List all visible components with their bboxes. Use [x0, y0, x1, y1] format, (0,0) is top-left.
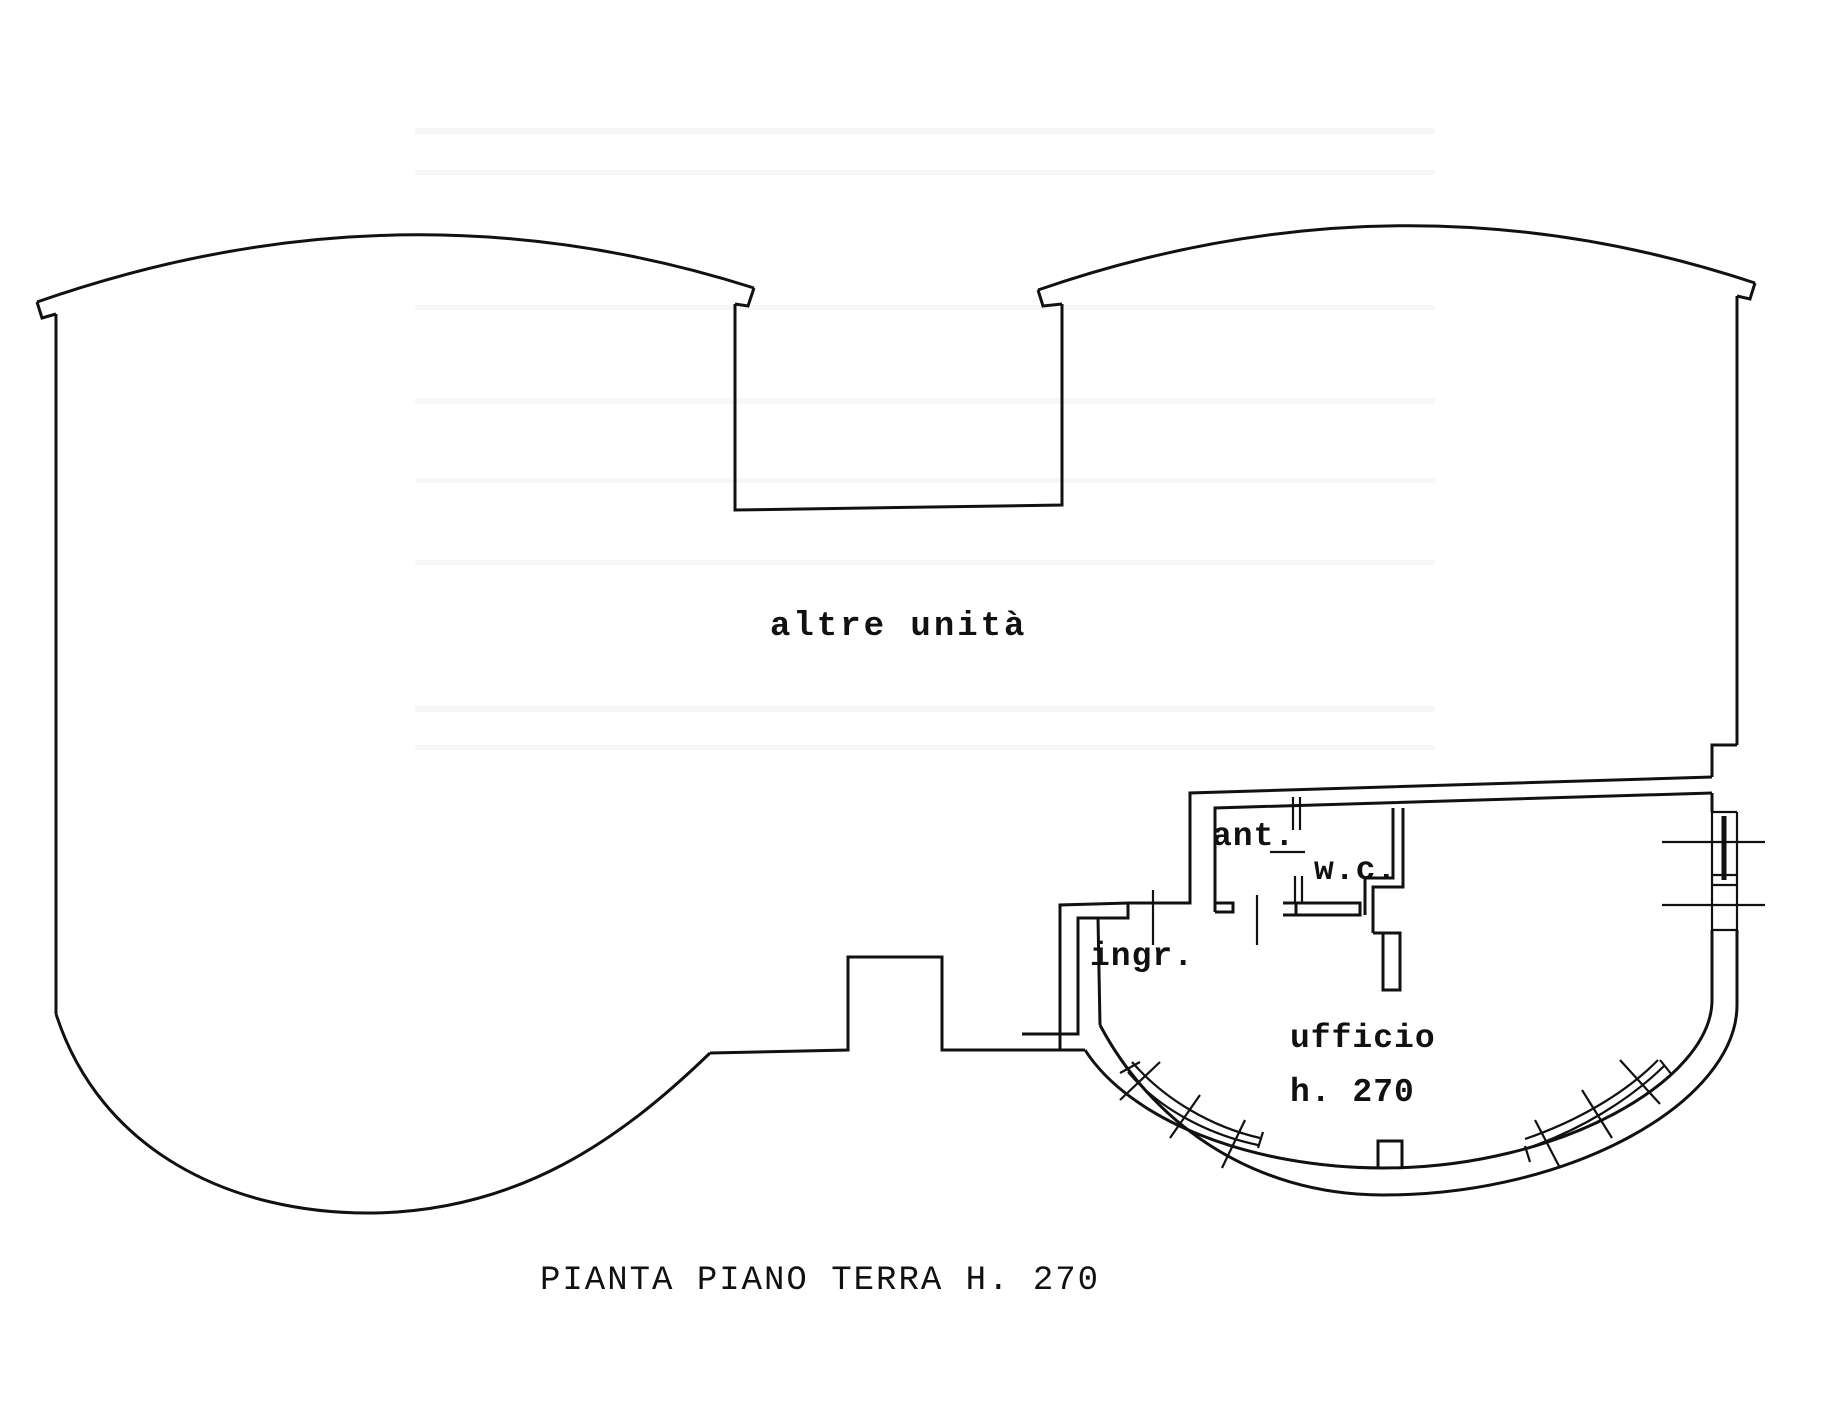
- label-other-units: altre unità: [770, 608, 1028, 646]
- scan-artifact-band: [415, 745, 1435, 750]
- scan-artifact-band: [415, 305, 1435, 310]
- wc-walls: [1215, 797, 1405, 992]
- left-wing-outline: [35, 233, 1064, 1215]
- label-anteroom: ant.: [1212, 818, 1296, 855]
- drawing-title: PIANTA PIANO TERRA H. 270: [540, 1262, 1101, 1300]
- window-right: [1523, 1059, 1673, 1169]
- label-office: ufficio: [1290, 1020, 1436, 1057]
- label-office-height: h. 270: [1290, 1074, 1415, 1111]
- window-left: [1119, 1061, 1265, 1169]
- scan-artifact-band: [415, 706, 1435, 712]
- entrance-walls: [1022, 812, 1192, 1052]
- scan-artifact-band: [415, 398, 1435, 404]
- lower-boundary: [709, 955, 1085, 1055]
- label-wc: w.c.: [1314, 852, 1398, 889]
- scan-artifact-band: [415, 128, 1435, 134]
- right-wing-outline: [1036, 224, 1757, 777]
- label-entrance: ingr.: [1090, 938, 1195, 975]
- scan-artifact-band: [415, 560, 1435, 565]
- scan-artifact-band: [415, 170, 1435, 175]
- office-unit-walls: [1083, 775, 1765, 1197]
- scan-artifact-band: [415, 478, 1435, 483]
